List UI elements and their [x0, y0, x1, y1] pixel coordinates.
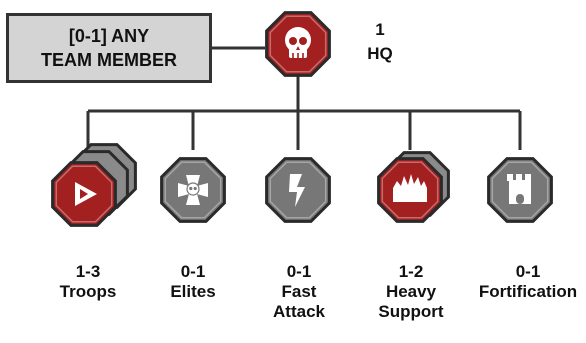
- fortification-count: 0-1: [515, 262, 541, 281]
- team-box-line1: [0-1] ANY: [68, 26, 150, 46]
- elites-label: Elites: [170, 282, 216, 301]
- fast-attack-badge: [265, 157, 331, 223]
- hq-count: 1: [375, 20, 385, 39]
- heavy-support-label-2: Support: [378, 302, 444, 321]
- heavy-support-label-1: Heavy: [385, 282, 437, 301]
- troops-count: 1-3: [75, 262, 101, 281]
- fortification-caption: 0-1 Fortification: [470, 262, 586, 302]
- elites-caption: 0-1 Elites: [143, 262, 243, 302]
- heavy-support-badge: [377, 157, 443, 223]
- fast-attack-caption: 0-1 Fast Attack: [249, 262, 349, 322]
- skull-cross-icon: [178, 175, 208, 205]
- fortification-badge: [487, 157, 553, 223]
- fast-attack-label-1: Fast: [281, 282, 317, 301]
- troops-label: Troops: [59, 282, 117, 301]
- team-member-box: [0-1] ANY TEAM MEMBER: [6, 13, 212, 83]
- hq-badge: [265, 11, 331, 77]
- heavy-support-caption: 1-2 Heavy Support: [361, 262, 461, 322]
- lightning-icon: [289, 174, 305, 207]
- arrow-play-icon: [75, 182, 97, 206]
- explosion-icon: [393, 174, 427, 202]
- fortification-label: Fortification: [478, 282, 578, 301]
- elites-badge: [160, 157, 226, 223]
- badges: [51, 11, 553, 227]
- troops-badge: [51, 161, 117, 227]
- elites-count: 0-1: [180, 262, 206, 281]
- tower-icon: [507, 174, 531, 204]
- connector-lines: [86, 46, 522, 150]
- team-box-line2: TEAM MEMBER: [41, 50, 177, 70]
- fast-attack-label-2: Attack: [273, 302, 325, 321]
- hq-caption: 1 HQ: [360, 20, 400, 64]
- hq-label: HQ: [367, 44, 393, 63]
- heavy-support-count: 1-2: [398, 262, 424, 281]
- skull-icon: [285, 27, 311, 58]
- troops-caption: 1-3 Troops: [38, 262, 138, 302]
- fast-attack-count: 0-1: [286, 262, 312, 281]
